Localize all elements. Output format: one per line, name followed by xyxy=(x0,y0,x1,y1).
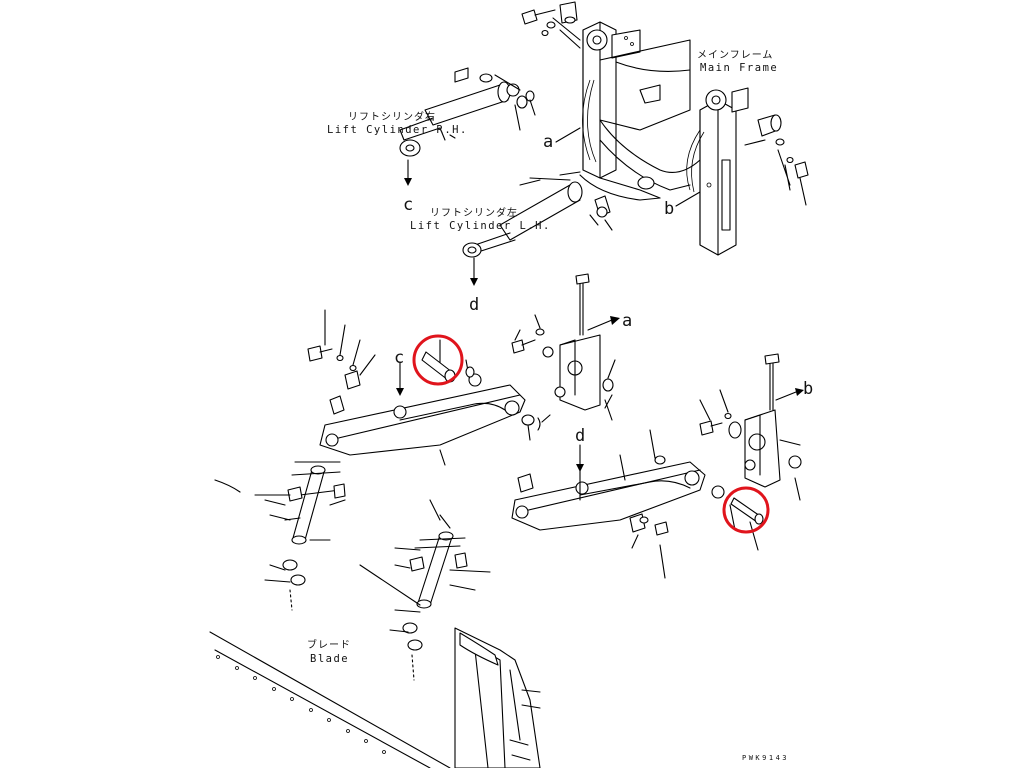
main-frame-label-en: Main Frame xyxy=(700,62,778,74)
blade-cylinders xyxy=(214,461,491,681)
lift-cylinder-lh-label-en: Lift Cylinder L.H. xyxy=(410,220,551,232)
ref-b-arrow: b xyxy=(803,379,813,399)
pin-right-arm-highlight xyxy=(722,486,770,534)
pin-left-arm-highlight xyxy=(412,334,464,386)
blade-label-en: Blade xyxy=(310,653,349,665)
lift-cylinder-lh-label-jp: リフトシリンダ左 xyxy=(430,206,518,219)
ref-d-arm: d xyxy=(575,426,585,446)
blade-bolt-holes xyxy=(216,655,386,754)
lift-cylinder-lh xyxy=(462,171,613,286)
blade xyxy=(209,627,541,768)
ref-b-top: b xyxy=(664,199,674,219)
top-hardware xyxy=(521,1,809,206)
lift-cylinder-rh xyxy=(399,67,536,186)
lift-cylinder-rh-label-en: Lift Cylinder R.H. xyxy=(327,124,468,136)
ref-d-top: d xyxy=(469,295,479,315)
right-lift-arm xyxy=(511,353,804,579)
ref-a-top: a xyxy=(543,132,553,152)
main-frame xyxy=(579,21,749,256)
ref-a-arrow: a xyxy=(622,311,632,331)
left-lift-arm xyxy=(307,273,620,466)
main-frame-label-jp: メインフレーム xyxy=(697,49,773,61)
drawing-code: PWK9143 xyxy=(742,754,789,762)
lift-cylinder-rh-label-jp: リフトシリンダ右 xyxy=(348,110,436,123)
ref-c-arm: c xyxy=(394,348,404,368)
blade-label-jp: ブレード xyxy=(307,638,351,651)
ref-c-top: c xyxy=(403,195,413,215)
